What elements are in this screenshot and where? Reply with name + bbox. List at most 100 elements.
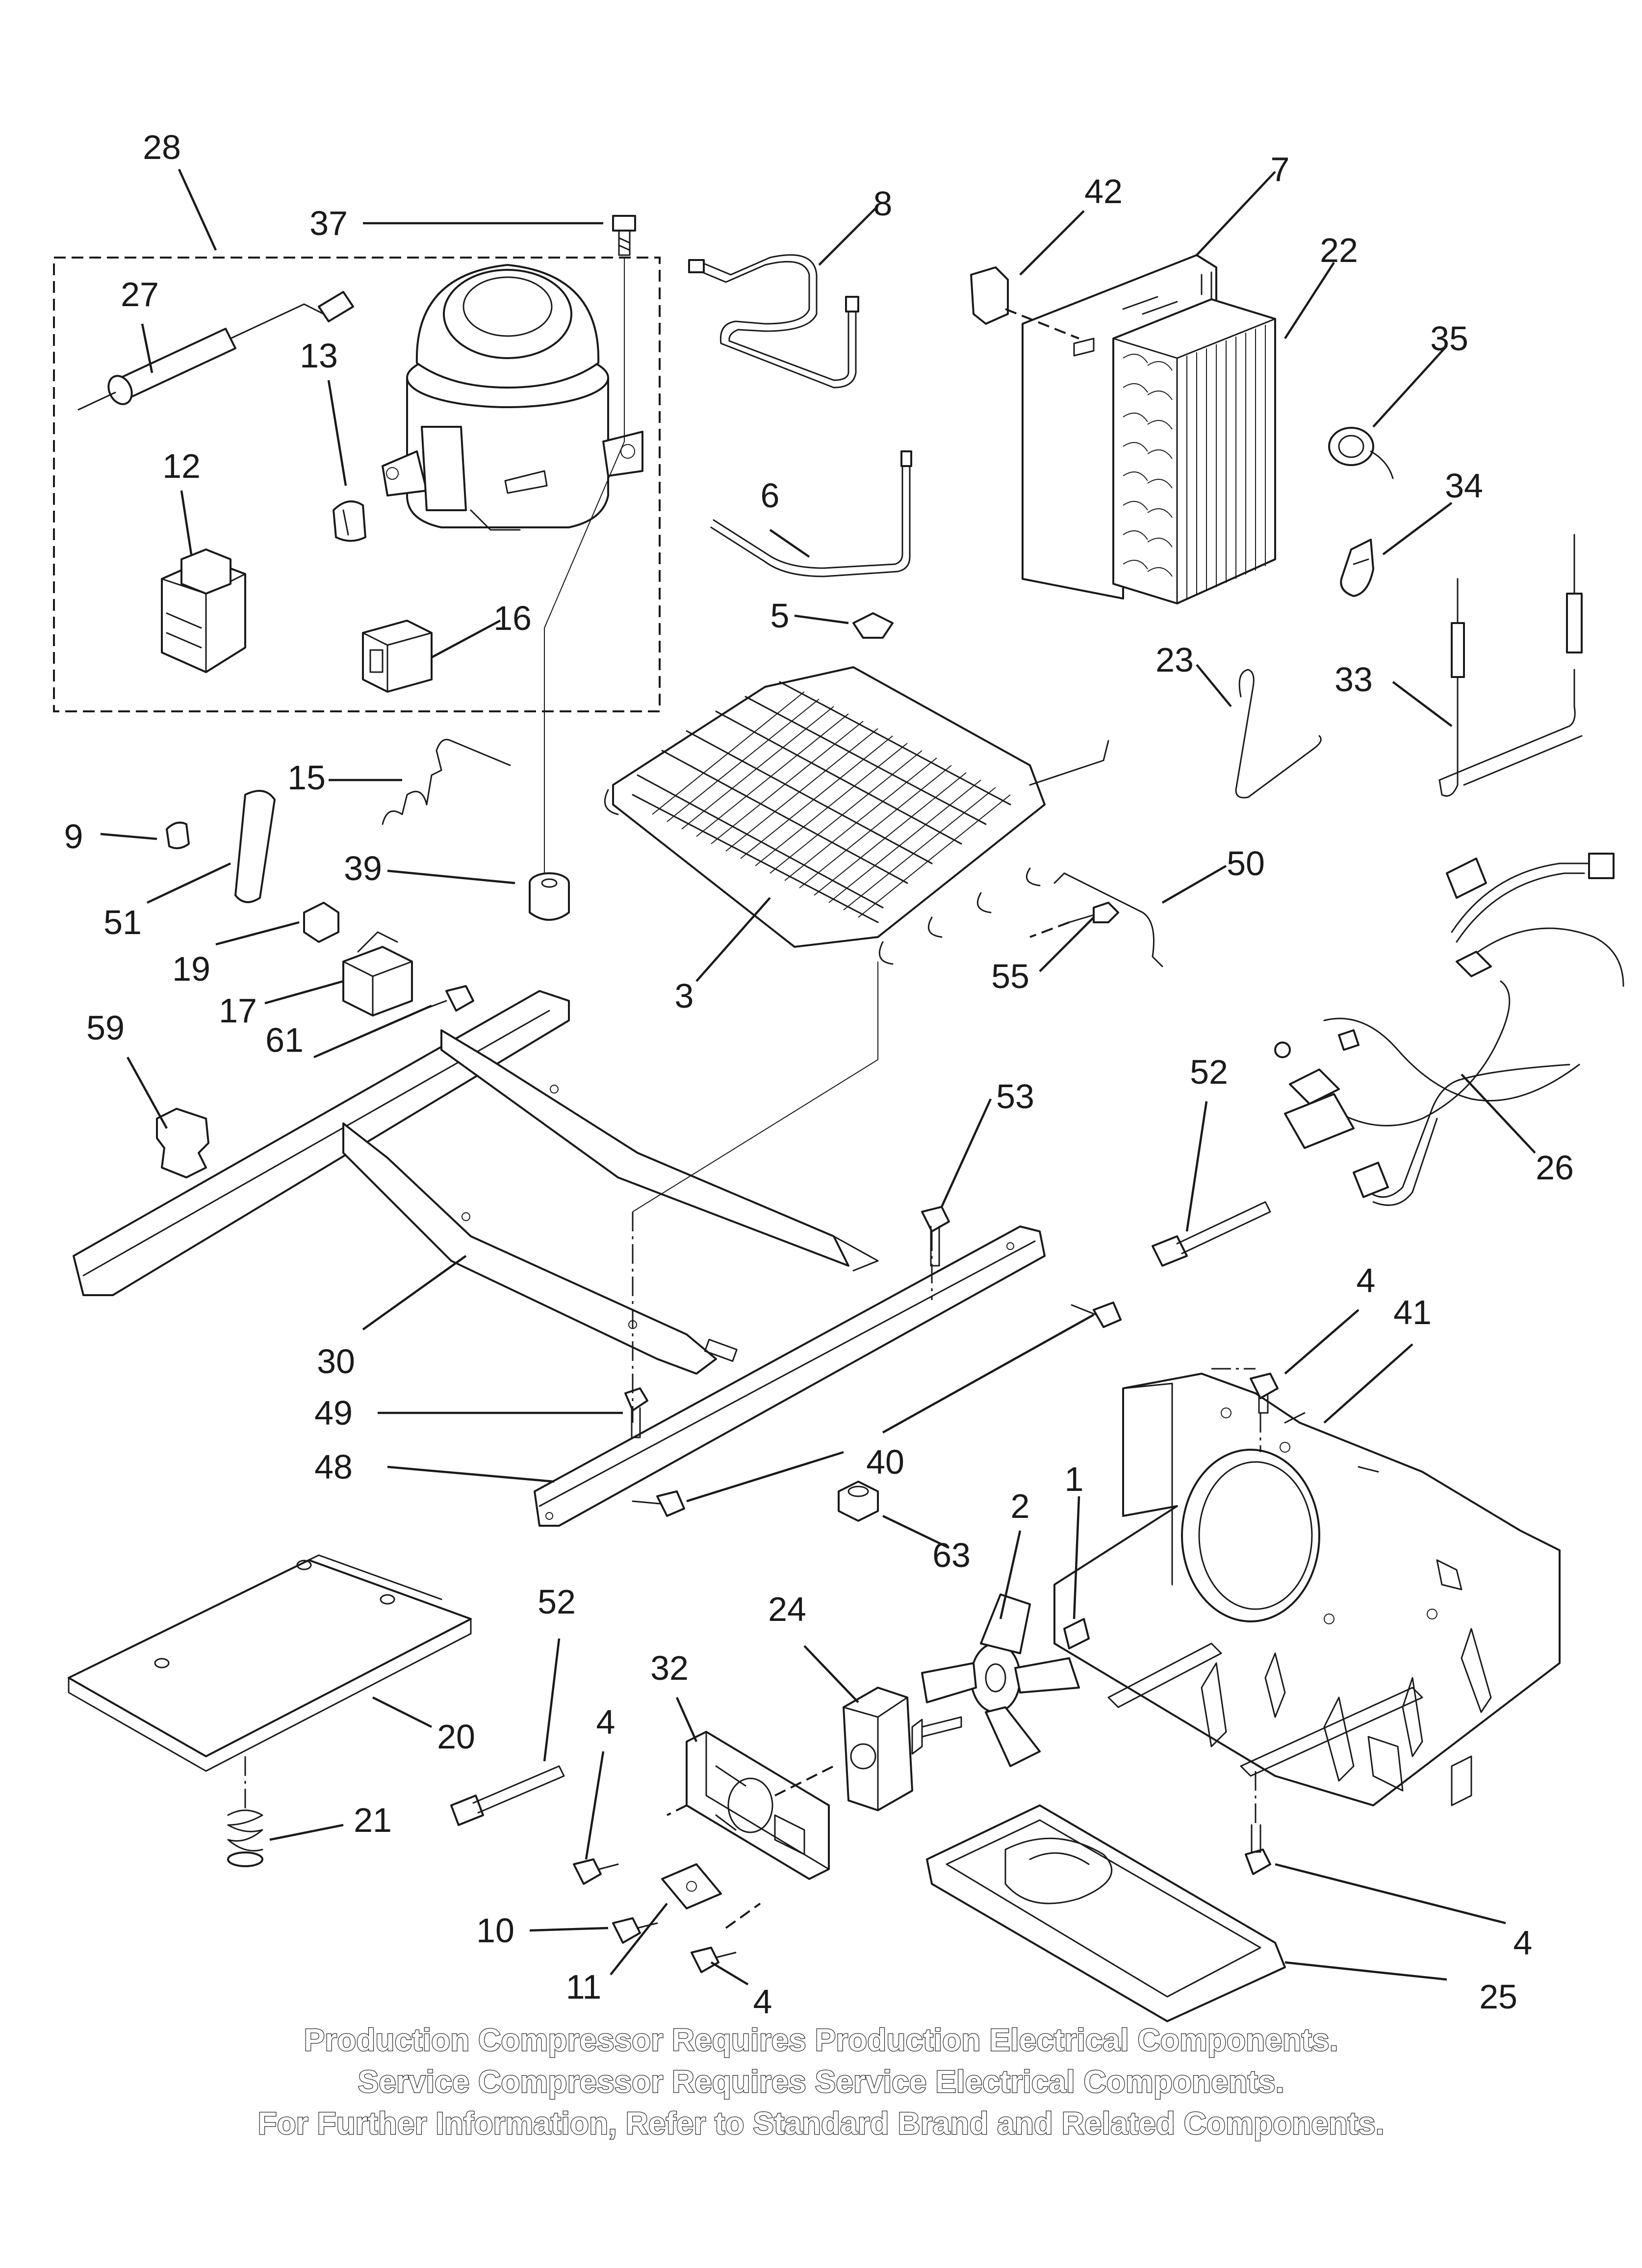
part-26-wiring-harness (1274, 853, 1624, 1206)
callout-63: 63 (932, 1536, 971, 1574)
part-10-screw (612, 1917, 658, 1944)
part-48-rail (534, 1225, 1046, 1527)
callout-32: 32 (650, 1649, 689, 1687)
callout-4-right: 4 (1514, 1924, 1533, 1962)
part-30-base-frame (73, 990, 879, 1375)
part-22-condenser (1112, 271, 1276, 604)
part-5-clip (852, 612, 894, 639)
callout-27: 27 (121, 275, 159, 313)
part-13-clip (333, 500, 366, 542)
callout-28: 28 (143, 128, 181, 166)
callout-35: 35 (1430, 319, 1468, 358)
callout-24: 24 (768, 1590, 806, 1628)
part-2-fan-blade (921, 1593, 1080, 1767)
part-4-screw-bracket (573, 1858, 619, 1885)
part-1-fan-bracket (1063, 1618, 1090, 1649)
leader-lines (100, 169, 1536, 1985)
callout-50: 50 (1227, 844, 1265, 883)
part-50-bracket (1053, 872, 1163, 967)
callout-6: 6 (761, 476, 780, 515)
part-52-cable-tie-upper (1152, 1201, 1271, 1267)
part-27-tube (77, 291, 354, 411)
compressor (382, 264, 643, 531)
callout-26: 26 (1536, 1148, 1574, 1187)
callout-10: 10 (476, 1911, 514, 1950)
callout-23: 23 (1155, 641, 1194, 679)
callout-48: 48 (314, 1448, 353, 1486)
part-59-clip (156, 1108, 209, 1178)
callout-22: 22 (1320, 231, 1358, 269)
part-16-cover (362, 620, 433, 693)
part-24-fan-motor (843, 1687, 962, 1811)
callout-25: 25 (1479, 1978, 1517, 2016)
callout-19: 19 (172, 950, 210, 988)
part-41-fan-shroud (1053, 1373, 1561, 1806)
part-3-evaporator (604, 666, 1109, 965)
part-49-screw (624, 1387, 648, 1438)
part-17-switch (342, 931, 413, 1017)
callout-4-upper: 4 (1357, 1261, 1376, 1300)
part-20-plate (68, 1554, 472, 1772)
part-12-relay (161, 548, 246, 673)
part-8-tube (688, 254, 859, 389)
callout-11: 11 (566, 1968, 602, 2006)
part-15-wire (382, 739, 511, 825)
footer-notes: Production Compressor Requires Productio… (257, 2022, 1385, 2142)
part-51-hose (234, 790, 276, 903)
callout-15: 15 (287, 758, 326, 797)
callout-3: 3 (675, 977, 694, 1015)
part-32-motor-bracket (686, 1731, 830, 1880)
part-11-plate (661, 1863, 722, 1909)
callout-61: 61 (265, 1021, 304, 1059)
callout-33: 33 (1334, 660, 1373, 699)
part-63-nut (838, 1481, 879, 1522)
callout-16: 16 (493, 599, 532, 637)
part-40-screw-upper (1071, 1302, 1122, 1328)
callout-51: 51 (103, 903, 142, 941)
callout-39: 39 (344, 849, 382, 887)
callout-59: 59 (86, 1009, 125, 1047)
callout-2: 2 (1011, 1487, 1030, 1525)
callout-53: 53 (996, 1077, 1034, 1116)
part-19-cap (303, 902, 339, 943)
part-53-screw (921, 1206, 950, 1267)
part-34-clip (1340, 539, 1374, 597)
callout-30: 30 (317, 1342, 355, 1381)
part-4-screw-upper (1250, 1373, 1279, 1414)
callout-52-lower: 52 (538, 1583, 576, 1621)
note-further-info: For Further Information, Refer to Standa… (257, 2106, 1384, 2141)
part-9-plug (166, 821, 190, 849)
part-4-screw-plate (691, 1947, 737, 1973)
callout-8: 8 (873, 184, 893, 223)
callout-5: 5 (770, 597, 790, 635)
callout-7: 7 (1271, 150, 1290, 188)
part-33-drier (1438, 534, 1583, 797)
part-35-thermostat (1328, 427, 1394, 479)
callout-34: 34 (1445, 467, 1483, 505)
callout-12: 12 (162, 447, 201, 485)
part-52-cable-tie-lower (450, 1765, 565, 1826)
callout-55: 55 (991, 957, 1029, 995)
callout-13: 13 (300, 337, 338, 375)
part-42-clip (970, 266, 1009, 325)
callout-42: 42 (1084, 172, 1123, 210)
callout-9: 9 (64, 817, 83, 856)
callout-49: 49 (314, 1394, 353, 1432)
callout-1: 1 (1065, 1460, 1084, 1498)
part-55-screw (1068, 902, 1119, 923)
callout-41: 41 (1393, 1293, 1432, 1331)
part-40-screw-lower (632, 1490, 685, 1517)
callout-labels: 28 37 8 42 7 22 27 35 13 12 6 34 5 16 23… (64, 128, 1574, 2021)
callout-17: 17 (219, 991, 257, 1030)
compressor-assembly-group-box (53, 257, 661, 712)
callout-4-bracket: 4 (596, 1703, 616, 1741)
part-4-screw-lower-right (1245, 1824, 1271, 1875)
part-6-tube (710, 450, 912, 577)
part-23-bracket (1235, 669, 1322, 799)
callout-37: 37 (309, 204, 348, 242)
callout-40: 40 (866, 1443, 904, 1481)
note-service: Service Compressor Requires Service Elec… (358, 2064, 1284, 2099)
callout-21: 21 (354, 1801, 392, 1839)
part-25-drain-pan (926, 1804, 1286, 2022)
